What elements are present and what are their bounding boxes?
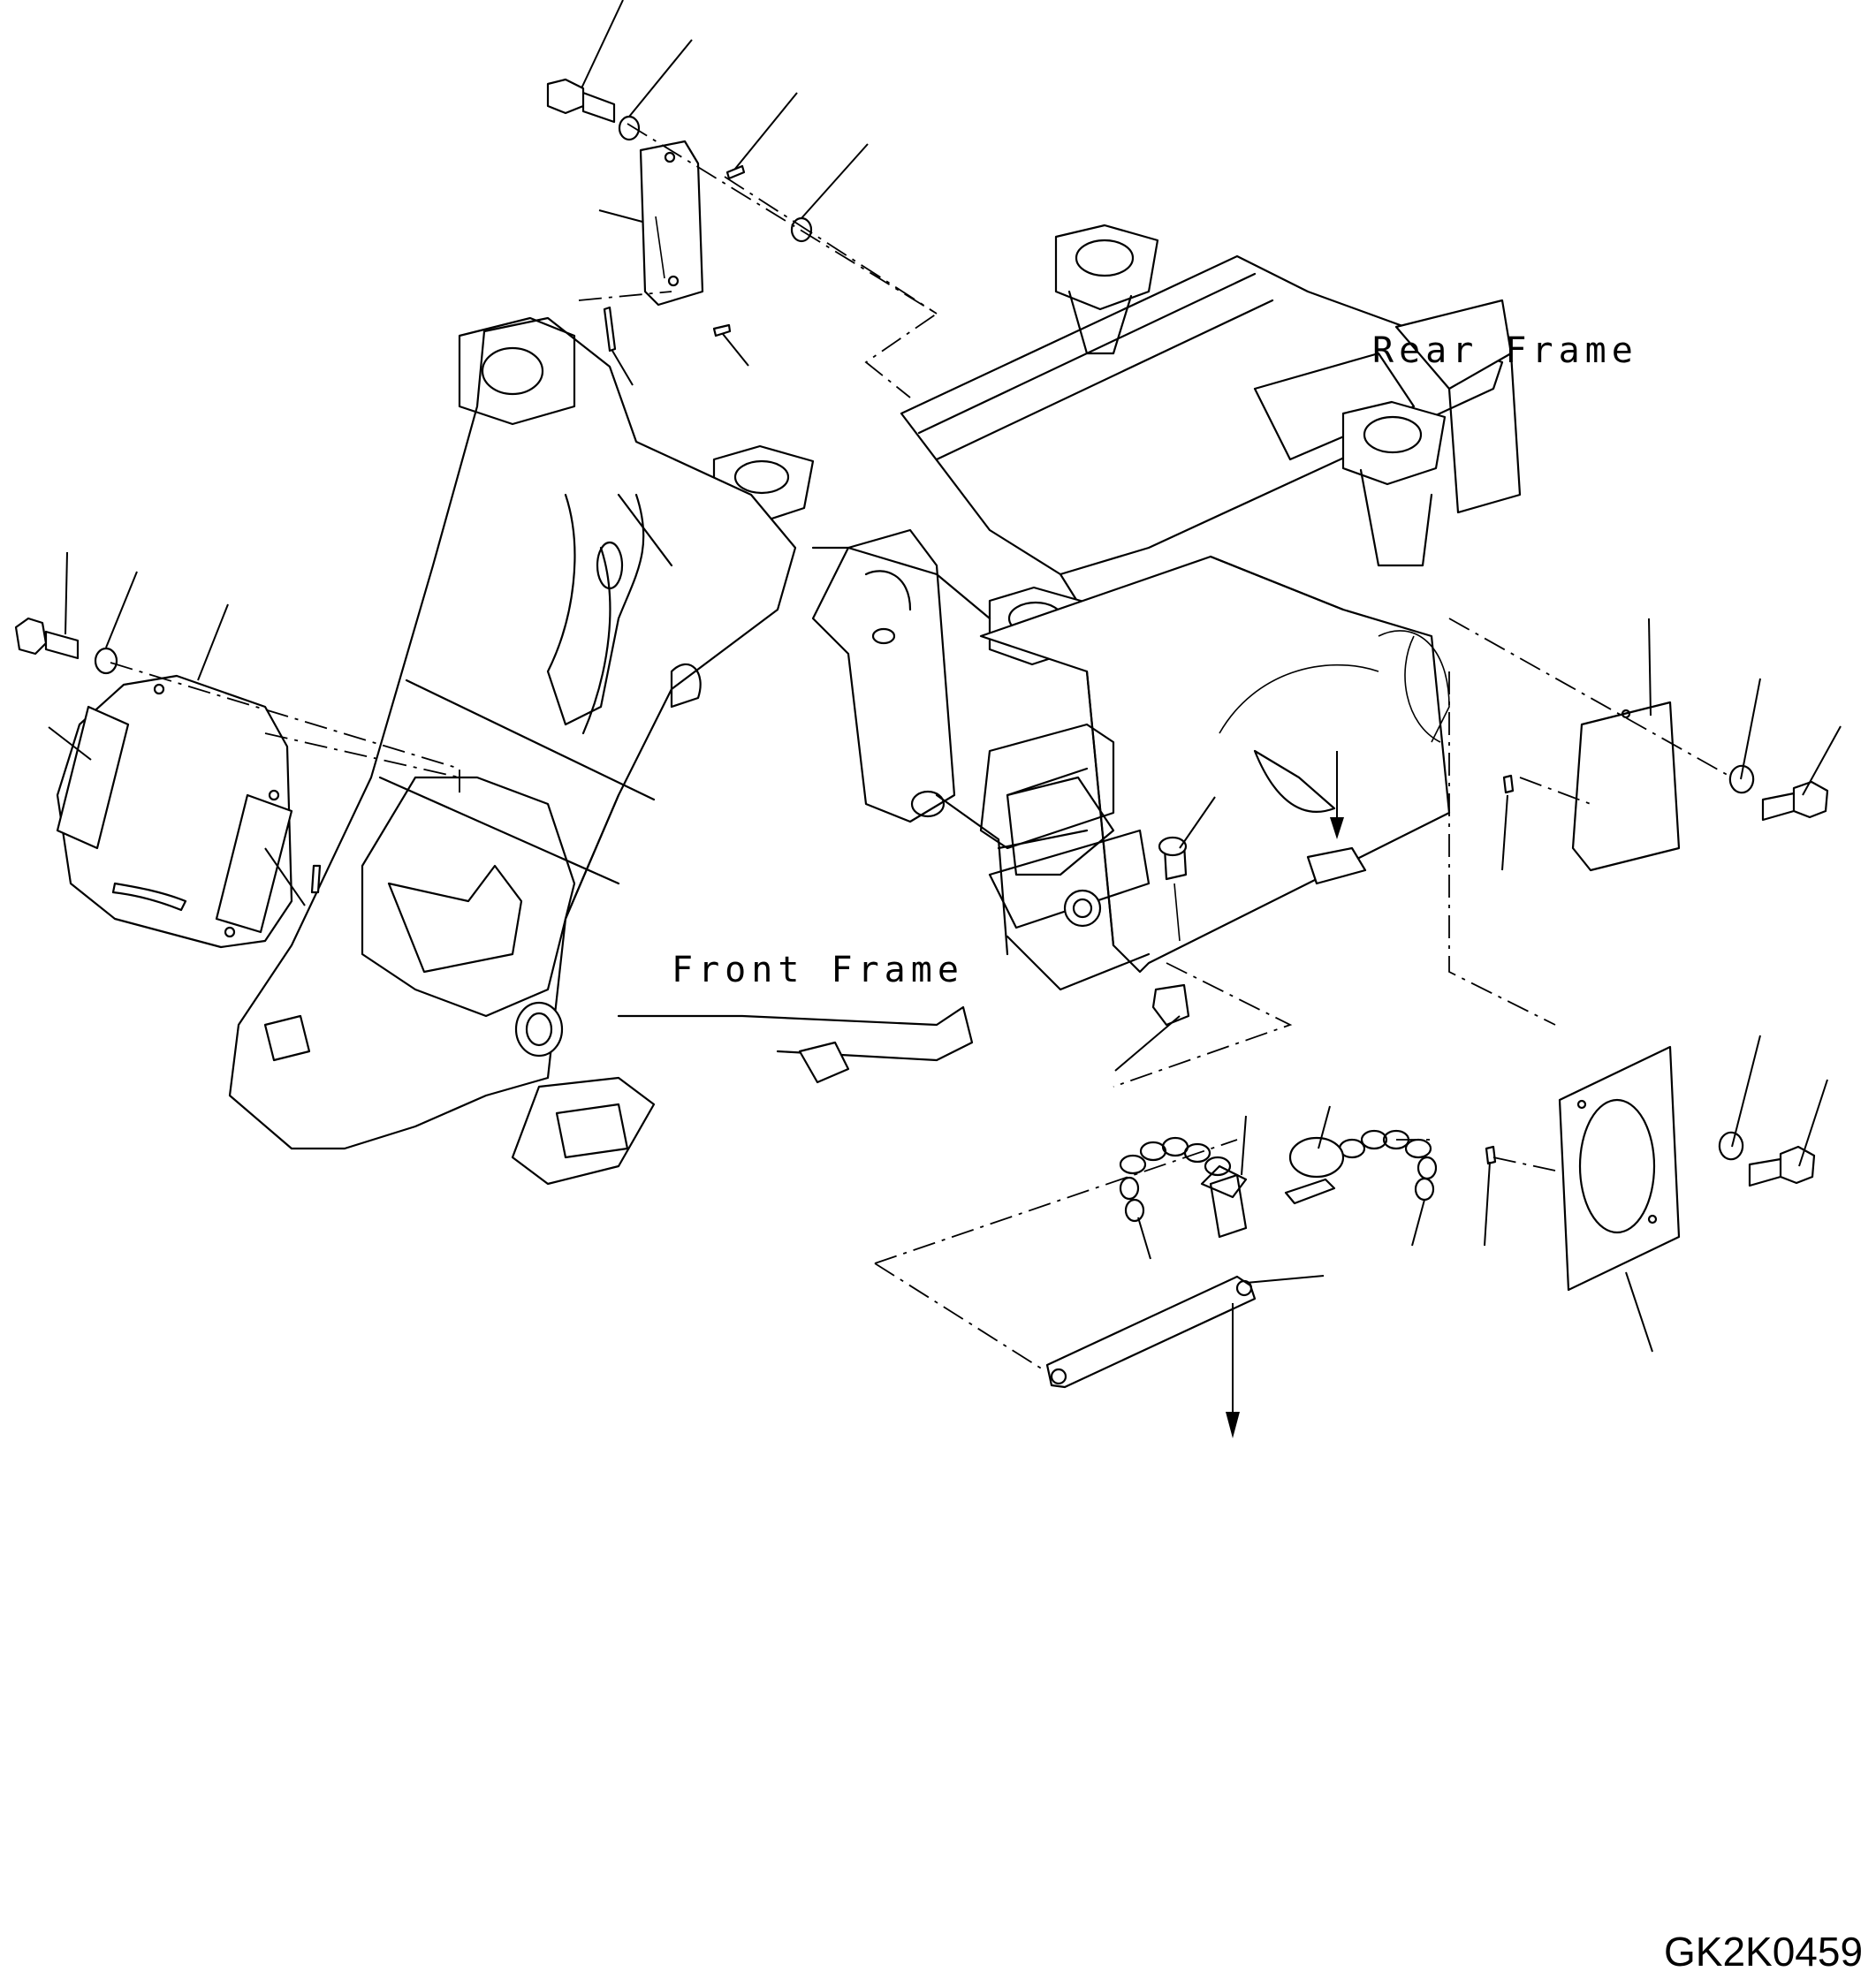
arrow-down-lower-icon	[1226, 1412, 1240, 1438]
washer-left-icon	[94, 647, 118, 675]
gasket-strip-right	[215, 793, 293, 934]
rear-frame-label: Rear Frame	[1372, 330, 1638, 371]
front-frame-label: Front Frame	[672, 950, 964, 990]
cover-plate-top	[639, 140, 704, 307]
front-frame-assembly	[228, 316, 1115, 1186]
direction-arrows	[1226, 751, 1344, 1438]
rear-frame-rail	[900, 254, 1504, 576]
locking-pin-icon	[1209, 1173, 1248, 1239]
bolt-right-upper-icon	[1761, 780, 1829, 822]
drawing-code: GK2K0459	[1664, 1929, 1864, 1975]
center-pivot-plate	[811, 528, 956, 823]
top-cover-parts	[546, 78, 938, 398]
washer-right-lower-icon	[1718, 1131, 1744, 1161]
cover-plate-right-lower	[1558, 1045, 1681, 1292]
cover-plate-right-upper	[1571, 701, 1681, 872]
lock-pin-icon	[1151, 983, 1190, 1027]
chain-icon	[1119, 1129, 1438, 1223]
gasket-strip-left	[56, 705, 130, 850]
bolt-right-lower-icon	[1748, 1145, 1816, 1187]
bracket-right-icon	[1306, 846, 1367, 885]
left-cover-parts	[14, 617, 460, 949]
leader-lines	[48, 0, 1842, 1353]
bolt-left-icon	[14, 617, 80, 660]
rear-frame-body	[979, 555, 1451, 974]
front-frame-access-opening	[361, 776, 576, 1018]
tab-right-upper-icon	[1502, 774, 1515, 794]
right-cover-parts	[1448, 618, 1829, 1292]
lock-bar-icon	[1045, 1275, 1257, 1389]
pin-small-icon	[712, 323, 732, 337]
rear-mount-right	[1341, 400, 1447, 486]
pin-vertical-icon	[603, 306, 617, 353]
front-frame-body	[228, 316, 797, 1150]
arrow-down-upper-icon	[1330, 817, 1344, 839]
pin-top-icon	[725, 164, 746, 180]
tab-right-lower-icon	[1485, 1145, 1497, 1165]
bolt-top-icon	[546, 78, 616, 124]
steering-lock-parts	[874, 836, 1438, 1389]
rear-mount-left	[1054, 224, 1159, 311]
